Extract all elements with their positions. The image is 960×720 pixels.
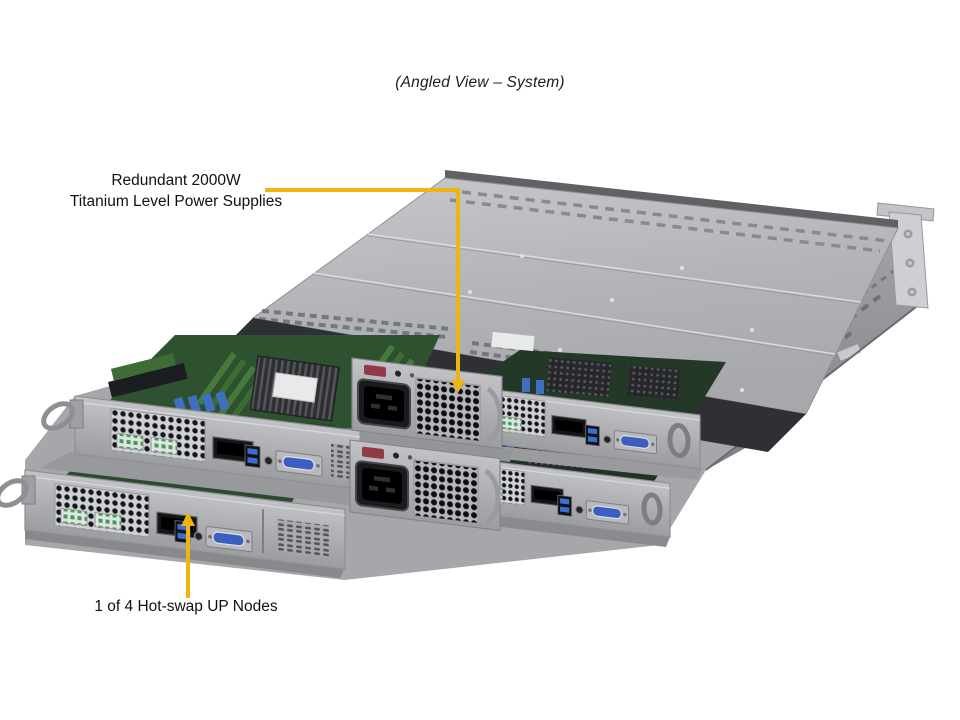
arrow-up-icon: [181, 512, 195, 526]
top-cover: [251, 170, 899, 415]
leader-line-psu: [265, 188, 465, 393]
handle-cutout: [641, 492, 663, 526]
tray-shelf-left: [40, 452, 362, 505]
callout-psu-label: Redundant 2000W Titanium Level Power Sup…: [46, 170, 306, 212]
rack-ear-screws: [903, 229, 917, 297]
vent-grille: [277, 518, 329, 558]
chassis-base-left: [25, 528, 345, 578]
arrow-down-icon: [451, 380, 465, 393]
cpu-heatsink: [249, 355, 341, 422]
figure-title: (Angled View – System): [395, 74, 565, 91]
callout-psu-line2: Titanium Level Power Supplies: [69, 193, 283, 210]
psu-label-sticker: [491, 331, 535, 352]
tray-handle-upper-left: [41, 399, 84, 431]
cover-rear-louvers: [449, 190, 889, 253]
rack-ear: [876, 202, 935, 309]
pcie-riser: [108, 353, 188, 398]
leader-line-node: [181, 512, 195, 598]
callout-node-label: 1 of 4 Hot-swap UP Nodes: [94, 598, 278, 615]
vent-grille: [331, 443, 355, 481]
callout-psu-line1: Redundant 2000W: [111, 172, 241, 189]
tray-handle-lower-left: [0, 475, 36, 508]
node-upper-right-motherboard: [455, 350, 726, 418]
handle-cutout: [667, 422, 691, 459]
psu-bay-divider: [346, 430, 512, 462]
